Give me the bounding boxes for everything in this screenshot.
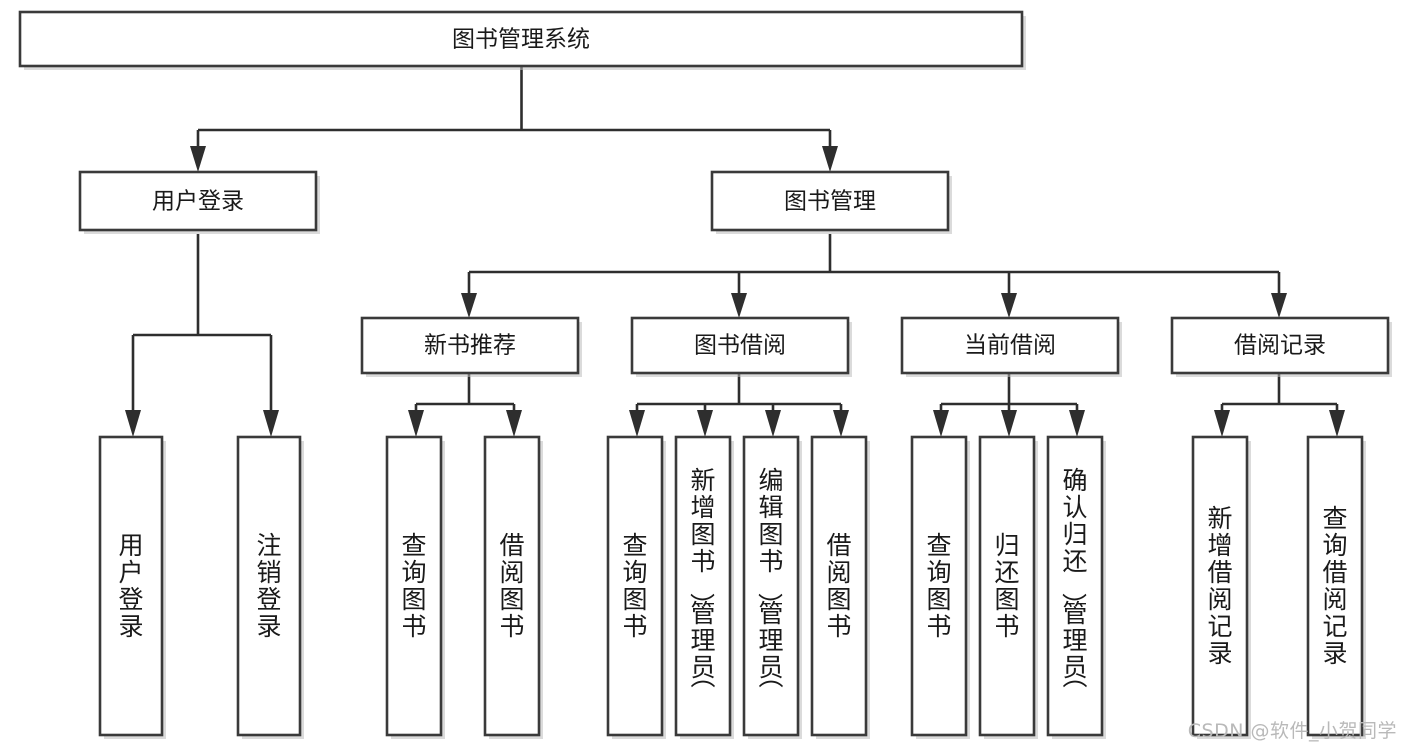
node-current-borrow-box[interactable] (900, 316, 1120, 375)
node-book-borrow[interactable]: 图书借阅 (630, 316, 852, 377)
leaf-user-login-2-box[interactable] (236, 435, 302, 737)
node-new-book-rec-box[interactable] (360, 316, 580, 375)
leaf-cb-2-box[interactable] (978, 435, 1036, 737)
leaf-cb-1-box[interactable] (910, 435, 968, 737)
arrow-head-leaf-user-login-1 (125, 410, 141, 437)
arrow-head-cb-2 (1001, 410, 1017, 437)
arrow-head-bb-2 (697, 410, 713, 437)
arrow-head-book-mgmt (822, 146, 838, 172)
arrow-head-book-borrow (731, 293, 747, 318)
arrow-head-bb-3 (765, 410, 781, 437)
arrow-head-nbr-2 (506, 410, 522, 437)
leaf-nbr-2-box[interactable] (483, 435, 541, 737)
node-current-borrow[interactable]: 当前借阅 (900, 316, 1122, 377)
arrow-head-borrow-record (1271, 293, 1287, 318)
node-user-login-label: 用户登录 (152, 189, 244, 215)
node-root-box[interactable] (18, 10, 1024, 68)
leaf-bb-3-box[interactable] (742, 435, 800, 737)
arrow-head-br-2 (1329, 410, 1345, 437)
node-borrow-record-box[interactable] (1170, 316, 1390, 375)
arrow-head-user-login (190, 146, 206, 172)
leaf-br-1-box[interactable] (1191, 435, 1249, 737)
leaf-cb-3-box[interactable] (1046, 435, 1104, 737)
connector-group (125, 67, 1345, 437)
leaf-bb-2-box[interactable] (674, 435, 732, 737)
node-book-mgmt-box[interactable] (710, 170, 950, 232)
node-book-borrow-label: 图书借阅 (694, 333, 786, 359)
node-book-mgmt-label: 图书管理 (784, 189, 876, 215)
node-current-borrow-label: 当前借阅 (964, 333, 1056, 359)
arrow-head-current-borrow (1001, 293, 1017, 318)
node-root[interactable]: 图书管理系统 (18, 10, 1026, 70)
leaf-bb-1-box[interactable] (606, 435, 664, 737)
node-user-login-box[interactable] (78, 170, 318, 232)
node-root-label: 图书管理系统 (452, 27, 590, 53)
arrow-head-br-1 (1214, 410, 1230, 437)
leaf-br-2-box[interactable] (1306, 435, 1364, 737)
arrow-head-new-book-rec (461, 293, 477, 318)
node-borrow-record[interactable]: 借阅记录 (1170, 316, 1392, 377)
leaf-nbr-1-box[interactable] (385, 435, 443, 737)
arrow-head-bb-1 (629, 410, 645, 437)
node-new-book-rec[interactable]: 新书推荐 (360, 316, 582, 377)
arrow-head-bb-4 (833, 410, 849, 437)
arrow-head-leaf-user-login-2 (263, 410, 279, 437)
leaf-user-login-1-box[interactable] (98, 435, 164, 737)
node-borrow-record-label: 借阅记录 (1234, 333, 1326, 359)
node-book-borrow-box[interactable] (630, 316, 850, 375)
leaf-box-group (98, 435, 1366, 739)
arrow-head-nbr-1 (408, 410, 424, 437)
node-book-mgmt[interactable]: 图书管理 (710, 170, 952, 234)
leaf-bb-4-box[interactable] (810, 435, 868, 737)
arrow-head-cb-1 (933, 410, 949, 437)
node-user-login[interactable]: 用户登录 (78, 170, 320, 234)
node-new-book-rec-label: 新书推荐 (424, 333, 516, 359)
csdn-watermark: CSDN @软件_小贺同学 (1187, 720, 1397, 742)
arrow-head-cb-3 (1069, 410, 1085, 437)
